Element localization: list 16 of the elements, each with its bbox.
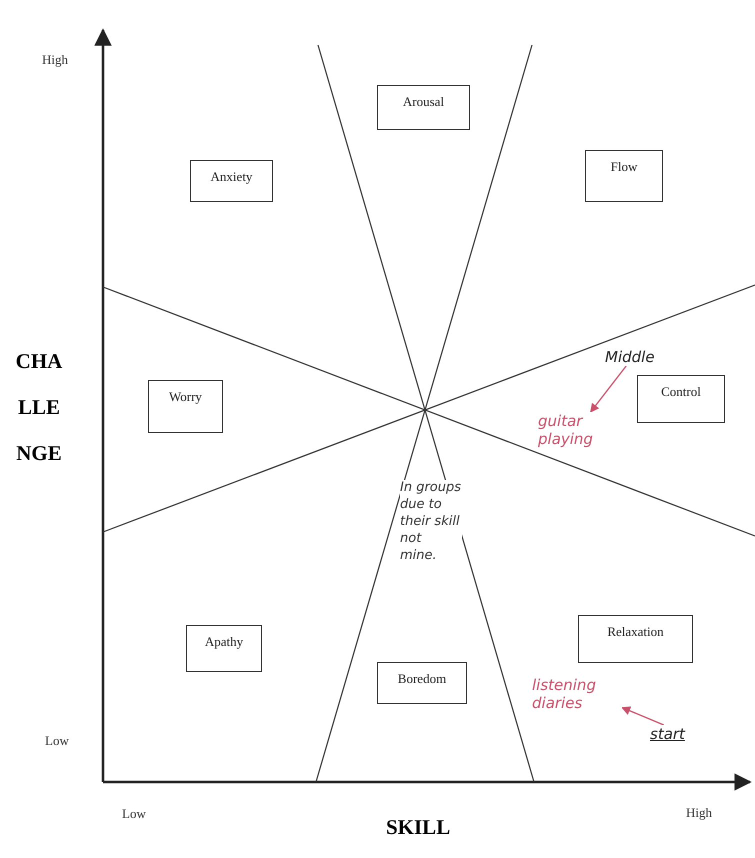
arrow bbox=[590, 366, 627, 413]
zone-box: Anxiety bbox=[190, 160, 273, 202]
zone-box: Control bbox=[637, 375, 725, 423]
zone-box: Worry bbox=[148, 380, 223, 433]
axis-label: Low bbox=[122, 806, 146, 822]
axis-label: High bbox=[686, 805, 712, 821]
zone-box: Relaxation bbox=[578, 615, 693, 663]
axis-title: SKILL bbox=[386, 815, 450, 840]
axis-label: High bbox=[42, 52, 68, 68]
arrow bbox=[621, 706, 664, 726]
axis-title: CHA LLE NGE bbox=[14, 348, 64, 468]
zone-box: Apathy bbox=[186, 625, 262, 672]
axis-label: Low bbox=[45, 733, 69, 749]
zone-box: Flow bbox=[585, 150, 663, 202]
zone-box: Arousal bbox=[377, 85, 470, 130]
zone-box: Boredom bbox=[377, 662, 467, 704]
